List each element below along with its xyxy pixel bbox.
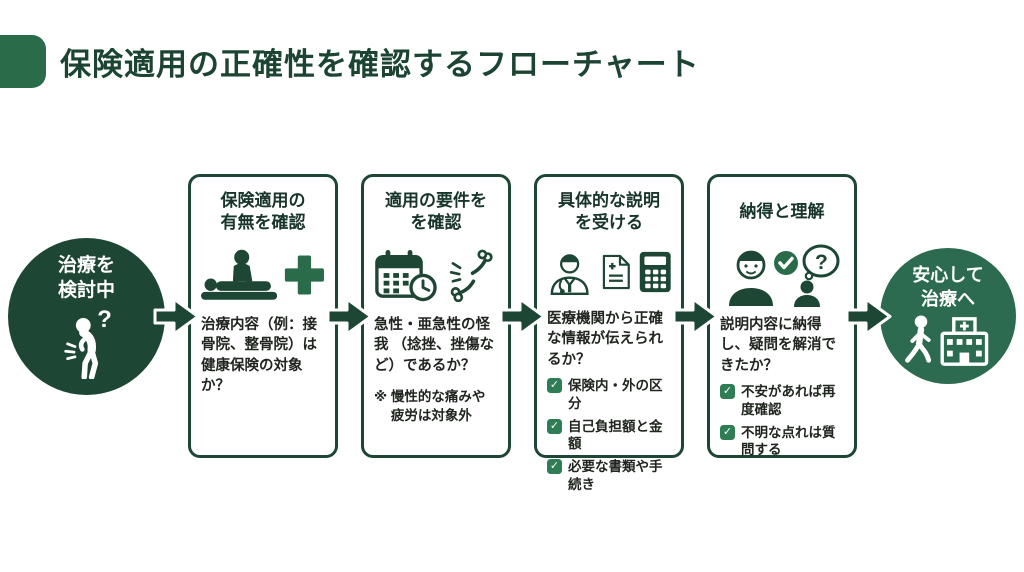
header: 保険適用の正確性を確認するフローチャート (0, 33, 1024, 91)
calculator-icon (639, 251, 671, 293)
step-question: 説明内容に納得し、疑問を解消できたか？ (720, 317, 836, 374)
arrow-icon (153, 297, 200, 335)
step-title: 具体的な説明 を受ける (558, 190, 660, 232)
step-question: 治療内容（例：接骨院、整骨院）は健康保険の対象か？ (201, 317, 317, 394)
svg-text:?: ? (97, 306, 112, 333)
calendar-clock-icon (375, 250, 437, 302)
back-pain-person-icon: ? (63, 306, 112, 380)
checklist: ✓ 不安があれば再度確認 ✓ 不明な点れは質問する (720, 383, 844, 459)
question-bubble-icon: ? (802, 244, 840, 281)
svg-text:?: ? (815, 251, 828, 274)
document-icon (602, 254, 630, 290)
checkbox-icon: ✓ (720, 383, 735, 399)
step-check-requirements: 適用の要件を を確認 (361, 174, 511, 458)
massage-icon (201, 249, 278, 300)
step-receive-explanation: 具体的な説明 を受ける (534, 174, 684, 492)
start-node: 治療を 検討中 ? (8, 237, 165, 395)
flowchart: 治療を 検討中 ? 保険適用の 有無を確 (0, 160, 1024, 492)
medical-cross-icon (285, 255, 325, 295)
arrow-icon (672, 297, 719, 335)
step-consent-understanding: 納得と理解 ? (707, 174, 857, 458)
end-label: 安心して 治療へ (912, 265, 984, 309)
checkbox-icon: ✓ (547, 377, 562, 393)
step-title: 納得と理解 (739, 201, 825, 221)
walking-person-icon (905, 315, 932, 363)
checkbox-icon: ✓ (547, 459, 562, 475)
check-item: ✓ 保険内・外の区分 (547, 377, 671, 413)
start-label: 治療を 検討中 (57, 254, 115, 301)
check-item: ✓ 必要な書類や手続き (547, 458, 671, 494)
step-question: 急性・亜急性の怪我 （捻挫、挫傷など）であるか？ (374, 317, 495, 374)
checkbox-icon: ✓ (547, 418, 562, 434)
check-item: ✓ 不安があれば再度確認 (720, 383, 844, 419)
checkbox-icon: ✓ (720, 424, 735, 440)
hospital-icon (940, 316, 989, 366)
step-check-coverage: 保険適用の 有無を確認 治療内容（例：接骨院、整骨院）は健康 (188, 174, 338, 458)
page-title: 保険適用の正確性を確認するフローチャート (60, 47, 700, 82)
arrow-icon (845, 297, 892, 335)
arrow-icon (499, 297, 546, 335)
title-accent-bar (0, 35, 46, 88)
step-title: 保険適用の 有無を確認 (220, 190, 306, 232)
step-question: 医療機関から正確な情報が伝えられるか？ (547, 311, 663, 368)
step-title: 適用の要件を を確認 (385, 190, 487, 232)
doctor-icon (550, 254, 589, 296)
joint-icon (450, 249, 494, 302)
person-check-icon: ? (729, 244, 840, 307)
end-node: 安心して 治療へ (880, 248, 1016, 384)
step-note: ※ 慢性的な痛みや疲労は対象外 (374, 388, 486, 423)
arrow-icon (326, 297, 373, 335)
check-item: ✓ 不明な点れは質問する (720, 424, 844, 460)
end-icons (905, 315, 989, 366)
checklist: ✓ 保険内・外の区分 ✓ 自己負担額と金額 ✓ 必要な書類や手続き (547, 377, 671, 494)
check-item: ✓ 自己負担額と金額 (547, 418, 671, 454)
